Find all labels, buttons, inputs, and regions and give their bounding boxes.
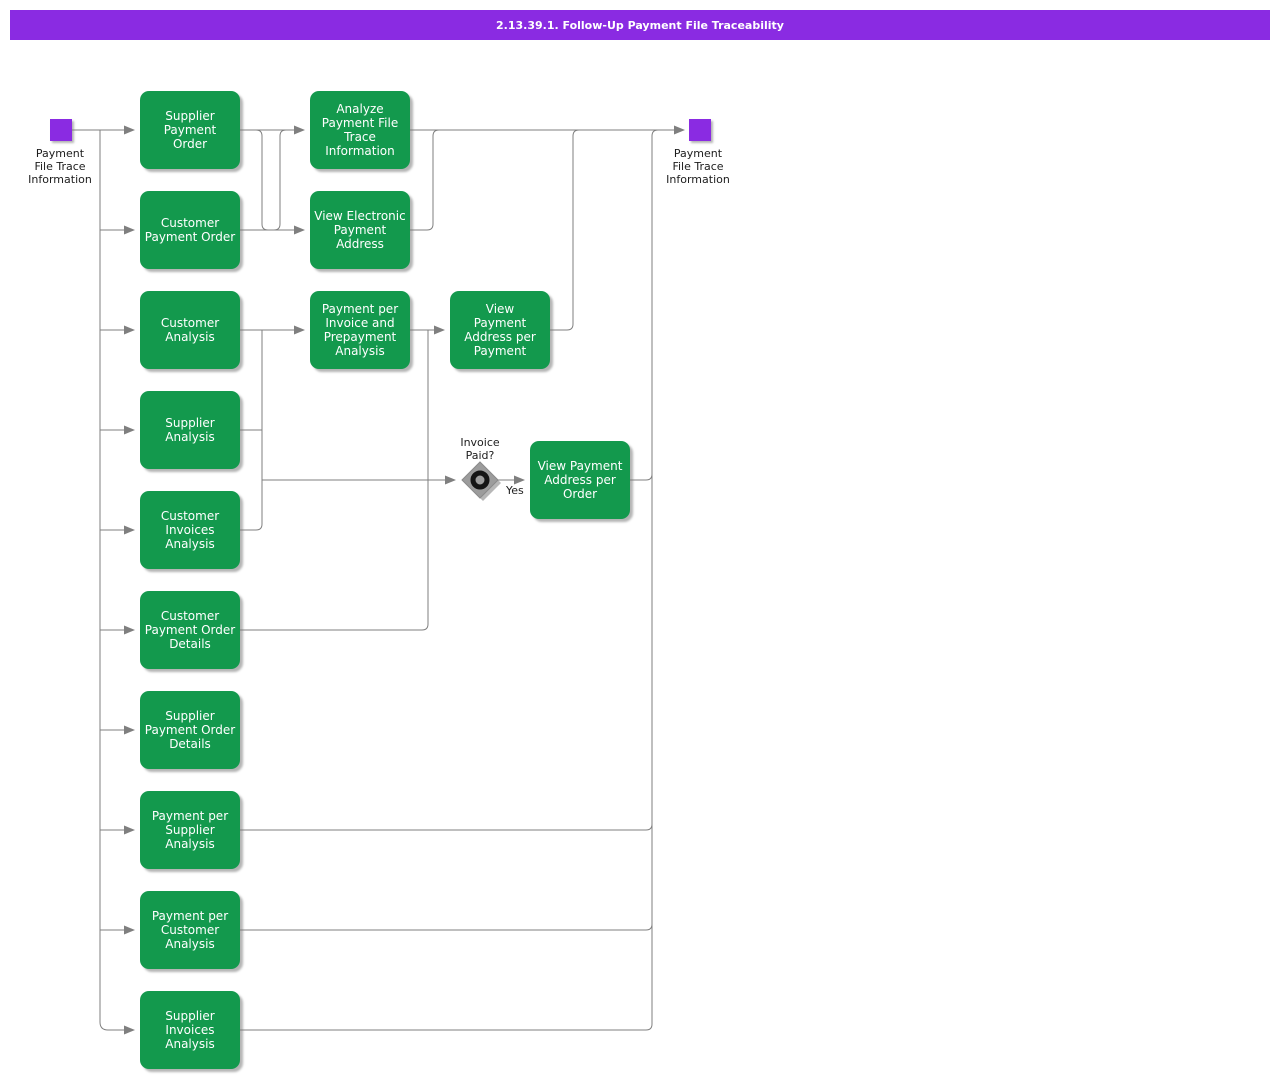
- page-title: 2.13.39.1. Follow-Up Payment File Tracea…: [496, 18, 784, 32]
- connector-ladder-down: [255, 129, 269, 231]
- activity-supplier-payment-order[interactable]: Supplier Payment Order: [140, 91, 240, 169]
- connector-payment-per-supplier-to-rail: [240, 823, 653, 831]
- title-bar: 2.13.39.1. Follow-Up Payment File Tracea…: [10, 10, 1270, 40]
- connector-view-payment-per-payment-join: [550, 129, 580, 331]
- activity-payment-per-invoice-and-prepayment-analysis[interactable]: Payment per Invoice and Prepayment Analy…: [310, 291, 410, 369]
- start-event-node[interactable]: [50, 119, 72, 141]
- connector-left-rail: [99, 130, 135, 1035]
- activity-supplier-invoices-analysis[interactable]: Supplier Invoices Analysis: [140, 991, 240, 1069]
- activity-supplier-payment-order-details[interactable]: Supplier Payment Order Details: [140, 691, 240, 769]
- start-event-label: Payment File Trace Information: [28, 147, 92, 186]
- activity-view-payment-address-per-order[interactable]: View Payment Address per Order: [530, 441, 630, 519]
- connector-right-rail: [240, 129, 659, 1031]
- activity-view-electronic-payment-address[interactable]: View Electronic Payment Address: [310, 191, 410, 269]
- connector-view-electronic-join: [410, 129, 440, 231]
- activity-payment-per-customer-analysis[interactable]: Payment per Customer Analysis: [140, 891, 240, 969]
- gateway-or-ring-icon: [470, 470, 490, 490]
- activity-customer-analysis[interactable]: Customer Analysis: [140, 291, 240, 369]
- gateway-yes-label: Yes: [506, 484, 524, 497]
- end-event-label: Payment File Trace Information: [666, 147, 730, 186]
- gateway-diamond: [461, 461, 499, 499]
- activity-supplier-analysis[interactable]: Supplier Analysis: [140, 391, 240, 469]
- activity-analyze-payment-file-trace-information[interactable]: Analyze Payment File Trace Information: [310, 91, 410, 169]
- connector-order-to-right-rail: [630, 473, 653, 481]
- connector-customer-invoices-join: [240, 330, 263, 531]
- activity-customer-payment-order-details[interactable]: Customer Payment Order Details: [140, 591, 240, 669]
- activity-customer-invoices-analysis[interactable]: Customer Invoices Analysis: [140, 491, 240, 569]
- connector-customer-pod-join: [240, 330, 429, 631]
- connector-payment-per-customer-to-rail: [240, 923, 653, 931]
- gateway-question-label: Invoice Paid?: [460, 436, 500, 462]
- activity-customer-payment-order[interactable]: Customer Payment Order: [140, 191, 240, 269]
- activity-view-payment-address-per-payment[interactable]: View Payment Address per Payment: [450, 291, 550, 369]
- end-event-node[interactable]: [689, 119, 711, 141]
- activity-payment-per-supplier-analysis[interactable]: Payment per Supplier Analysis: [140, 791, 240, 869]
- connector-ladder-up: [273, 129, 287, 231]
